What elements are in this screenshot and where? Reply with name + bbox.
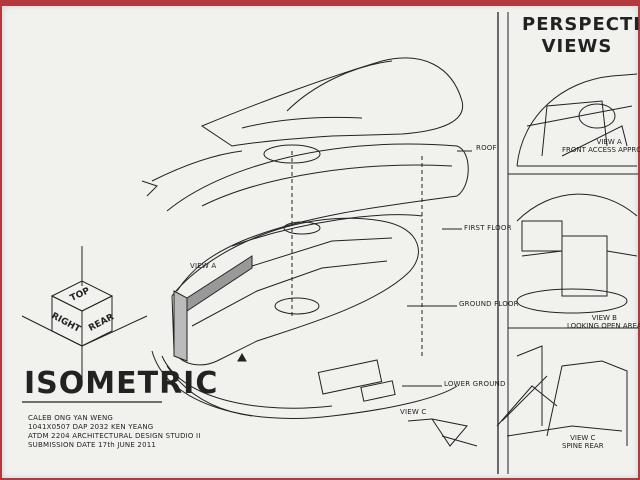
isometric-drawing: [21, 12, 638, 474]
student-info-block: CALEB ONG YAN WENG 1041X0507 DAP 2032 KE…: [28, 414, 201, 450]
info-line-4: SUBMISSION DATE 17th JUNE 2011: [28, 441, 157, 449]
view-a-caption: VIEW A FRONT ACCESS APPROACH: [562, 138, 640, 154]
perspective-views-title: PERSPECTIVE VIEWS: [522, 14, 640, 58]
info-line-1: CALEB ONG YAN WENG: [28, 414, 114, 422]
label-lower-ground: LOWER GROUND: [444, 380, 506, 388]
info-line-3: ATDM 2204 ARCHITECTURAL DESIGN STUDIO II: [28, 432, 201, 440]
drawing-sheet: PERSPECTIVE VIEWS VIEW A FRONT ACCESS AP…: [2, 6, 640, 478]
label-first-floor: FIRST FLOOR: [464, 224, 512, 232]
view-b-caption-title: VIEW B: [591, 314, 617, 322]
view-a-caption-title: VIEW A: [596, 138, 622, 146]
perspective-view-c-sketch: [496, 345, 628, 446]
label-ground-floor: GROUND FLOOR: [459, 300, 519, 308]
main-title: ISOMETRIC: [24, 366, 219, 401]
perspective-view-b-sketch: [516, 193, 638, 314]
info-line-2: 1041X0507 DAP 2032 KEN YEANG: [28, 423, 154, 431]
label-roof: ROOF: [476, 144, 497, 152]
axis-cube: [21, 246, 148, 386]
plan-mark-view-c: VIEW C: [400, 408, 427, 416]
view-c-caption: VIEW C SPINE REAR: [562, 434, 604, 450]
perspective-title-line2: VIEWS: [541, 36, 613, 57]
view-c-caption-sub: SPINE REAR: [562, 442, 604, 450]
perspective-title-line1: PERSPECTIVE: [522, 14, 640, 35]
perspective-view-a-sketch: [516, 73, 638, 167]
view-b-caption: VIEW B LOOKING OPEN AREA: [567, 314, 640, 330]
view-c-caption-title: VIEW C: [570, 434, 596, 442]
view-b-caption-sub: LOOKING OPEN AREA: [567, 322, 640, 330]
view-a-caption-sub: FRONT ACCESS APPROACH: [562, 146, 640, 154]
plan-mark-view-a: VIEW A: [190, 262, 217, 270]
